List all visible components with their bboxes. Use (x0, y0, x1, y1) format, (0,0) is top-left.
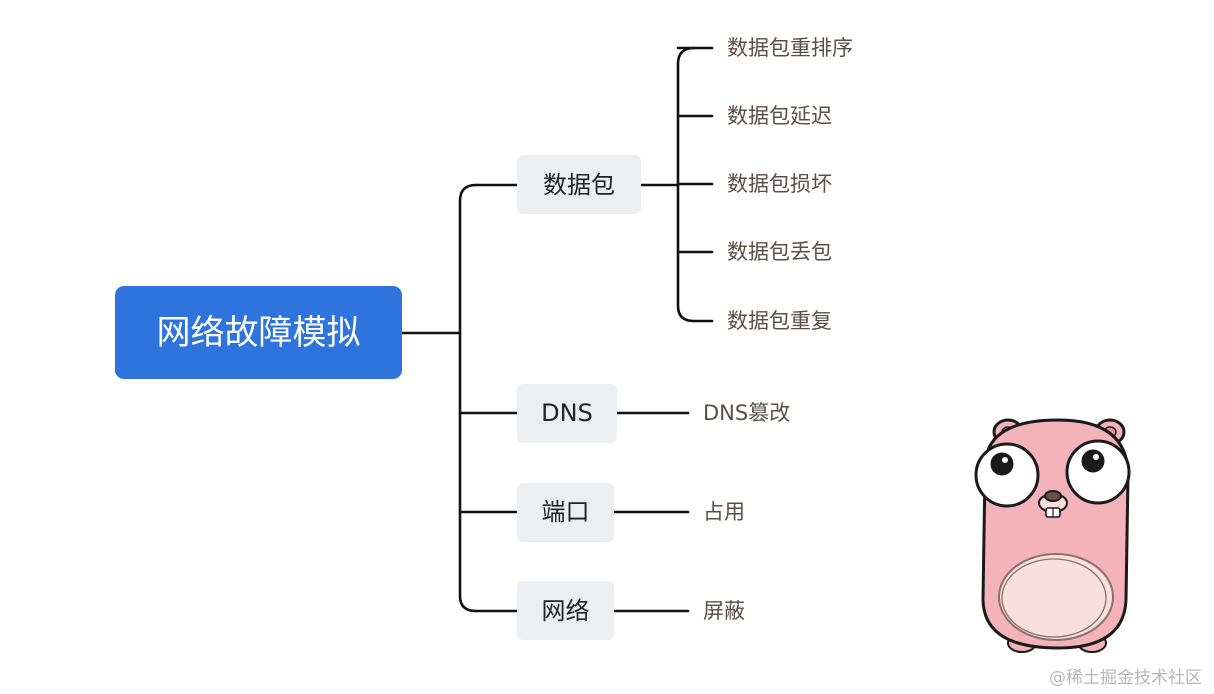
root-node: 网络故障模拟 (115, 286, 402, 379)
root-label: 网络故障模拟 (157, 313, 361, 353)
leaf-label-corrupt: 数据包损坏 (727, 172, 832, 196)
leaf-label-network-block: 屏蔽 (703, 599, 745, 623)
connector-lines (400, 46, 714, 613)
branch-label: DNS (541, 399, 593, 427)
branch-label: 端口 (542, 498, 590, 526)
branch-label: 数据包 (543, 171, 615, 199)
watermark-label: @稀土掘金技术社区 (1049, 668, 1202, 688)
trunk-line (458, 183, 478, 613)
branch-node-network: 网络 (517, 581, 614, 640)
branch-node-port: 端口 (517, 483, 614, 542)
branch-node-dns: DNS (517, 384, 617, 443)
gopher-mascot-icon (974, 418, 1131, 653)
leaf-labels: 数据包重排序 数据包延迟 数据包损坏 数据包丢包 数据包重复 DNS篡改 占用 … (703, 36, 853, 623)
leaf-label-delay: 数据包延迟 (727, 104, 832, 128)
branch-node-packet: 数据包 (517, 155, 641, 214)
leaf-label-dns-tamper: DNS篡改 (703, 401, 790, 425)
branch-label: 网络 (542, 597, 590, 625)
leaf-label-loss: 数据包丢包 (727, 240, 832, 264)
leaf-label-reorder: 数据包重排序 (727, 36, 853, 60)
leaf-label-port-occupy: 占用 (703, 500, 745, 524)
leaf-label-duplicate: 数据包重复 (727, 309, 832, 333)
